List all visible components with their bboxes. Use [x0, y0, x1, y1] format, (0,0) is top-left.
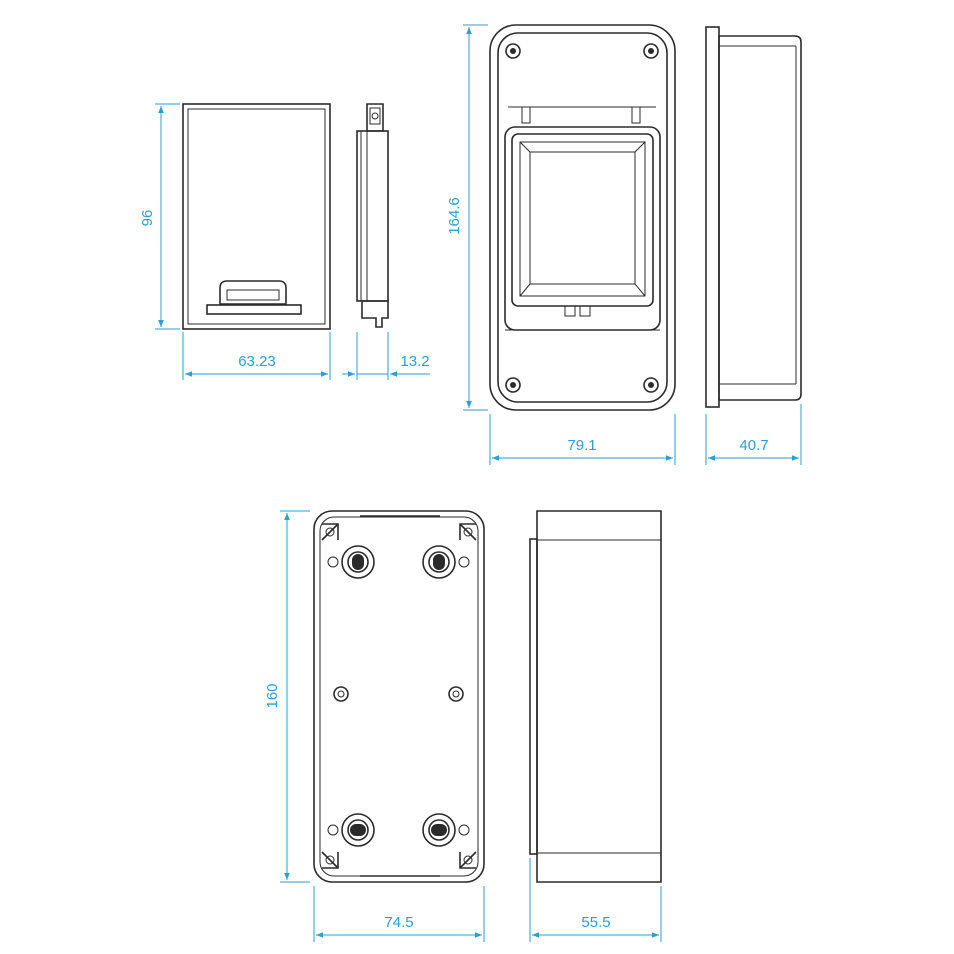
mount-hole-top-right — [422, 545, 470, 579]
mount-hole-top-left — [327, 545, 375, 579]
cover-front-view — [182, 103, 331, 330]
dimension-lines — [155, 24, 802, 942]
mount-hole-bottom-right — [422, 813, 470, 847]
dim-side-depth: 40.7 — [739, 437, 768, 454]
dim-cover-height: 96 — [139, 210, 156, 227]
enclosure-back-side-view — [529, 510, 662, 883]
enclosure-back-view — [313, 510, 485, 883]
dim-back-width: 74.5 — [384, 914, 413, 931]
mount-hole-bottom-left — [327, 813, 375, 847]
dim-back-side-depth: 55.5 — [581, 914, 610, 931]
dim-back-height: 160 — [264, 683, 281, 708]
cover-side-view — [356, 103, 389, 328]
enclosure-front-view — [489, 24, 676, 411]
dim-front-height: 164.6 — [446, 197, 463, 235]
dimension-labels: 96 63.23 13.2 164.6 79.1 40.7 160 74.5 5… — [139, 197, 769, 931]
dim-cover-depth: 13.2 — [400, 353, 429, 370]
dim-front-width: 79.1 — [567, 437, 596, 454]
enclosure-side-view — [705, 26, 802, 408]
dim-cover-width: 63.23 — [238, 353, 276, 370]
